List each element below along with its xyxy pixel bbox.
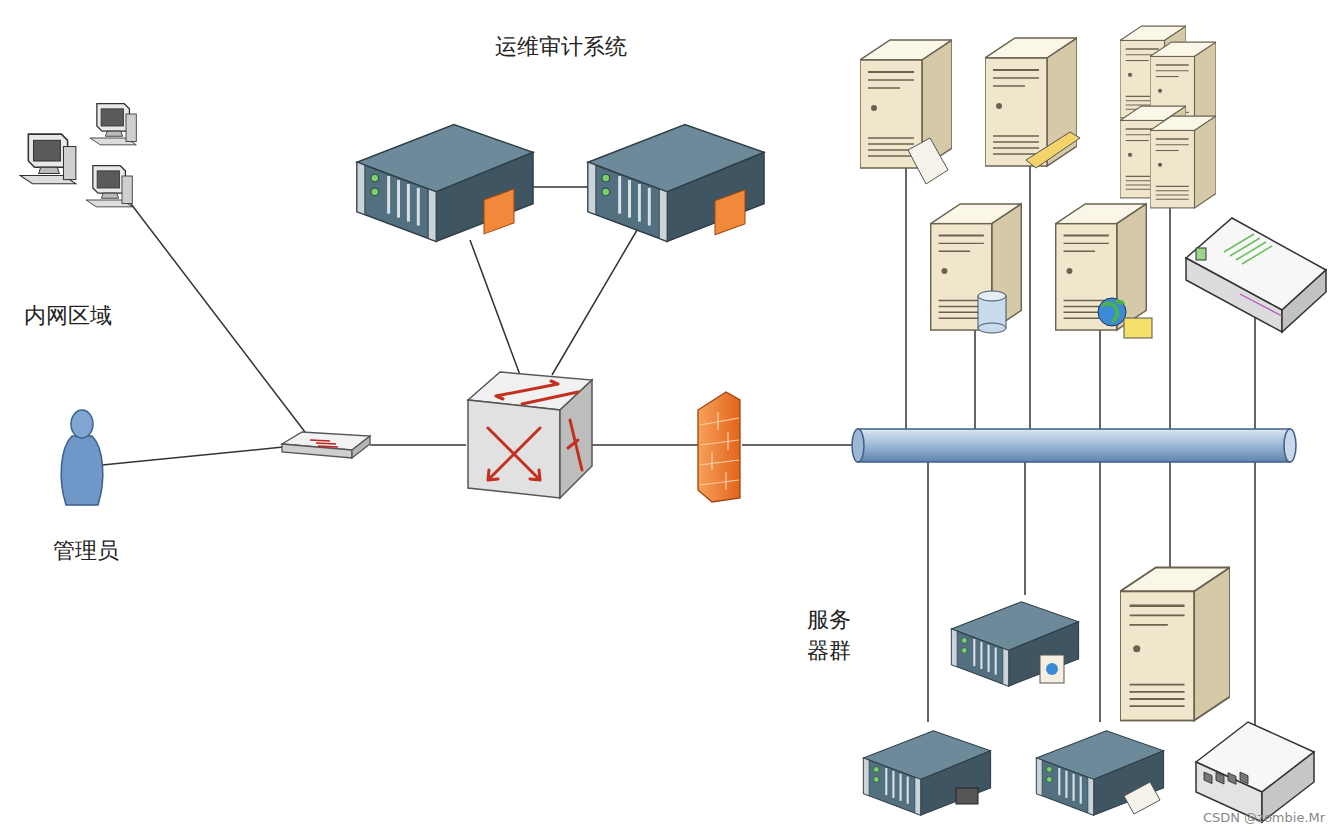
router-icon <box>1186 218 1326 332</box>
wire <box>1254 460 1256 725</box>
audit-servers <box>357 125 764 242</box>
wire <box>592 444 698 446</box>
pc-group <box>20 104 136 207</box>
rack-server <box>1036 731 1163 815</box>
system-title: 运维审计系统 <box>495 34 627 60</box>
firewall-badge <box>715 190 745 235</box>
mail-server <box>860 40 952 168</box>
server-group-bottom <box>863 567 1314 822</box>
role-label: 管理员 <box>53 538 119 564</box>
wire <box>128 200 305 432</box>
core-switch <box>468 372 592 498</box>
network-bus <box>852 429 1296 462</box>
wire <box>370 444 466 446</box>
card-icon <box>1026 132 1080 168</box>
rack-server <box>357 125 533 242</box>
person-icon <box>61 410 103 505</box>
group-label: 服务器群 <box>807 605 853 667</box>
rack-server <box>588 125 764 242</box>
wire <box>1099 330 1101 432</box>
firewall-icon <box>698 392 740 502</box>
envelope-icon <box>1124 782 1160 814</box>
wire <box>974 330 976 432</box>
pc <box>20 134 76 184</box>
monitor-icon <box>956 788 978 804</box>
wire <box>1024 460 1026 595</box>
wire <box>530 186 590 188</box>
cluster-server <box>1150 116 1216 208</box>
wire <box>927 460 929 722</box>
rack-server <box>863 731 990 815</box>
wire <box>742 444 856 446</box>
cabinet-server <box>1120 567 1230 720</box>
wire <box>1169 200 1171 432</box>
wire <box>102 447 283 465</box>
switch-icon <box>282 432 370 458</box>
wire <box>552 225 640 375</box>
database-icon <box>978 291 1006 333</box>
database-server <box>931 204 1022 330</box>
region-label: 内网区域 <box>24 303 112 329</box>
globe-icon <box>1098 298 1152 338</box>
wire <box>1254 318 1256 432</box>
envelope-icon <box>908 138 948 184</box>
server-group-top <box>860 26 1326 338</box>
wire <box>1169 460 1171 570</box>
web-server <box>1056 204 1147 330</box>
watermark: CSDN @zombie.Mr <box>1203 810 1325 826</box>
rack-server <box>951 602 1078 686</box>
firewall-badge <box>484 189 514 234</box>
wire <box>1029 165 1031 432</box>
pc <box>86 166 132 207</box>
wire <box>1099 460 1101 722</box>
wire <box>470 240 520 375</box>
switch-icon <box>1196 722 1314 822</box>
pc <box>90 104 136 145</box>
wire <box>905 168 907 432</box>
cert-icon <box>1040 655 1064 683</box>
